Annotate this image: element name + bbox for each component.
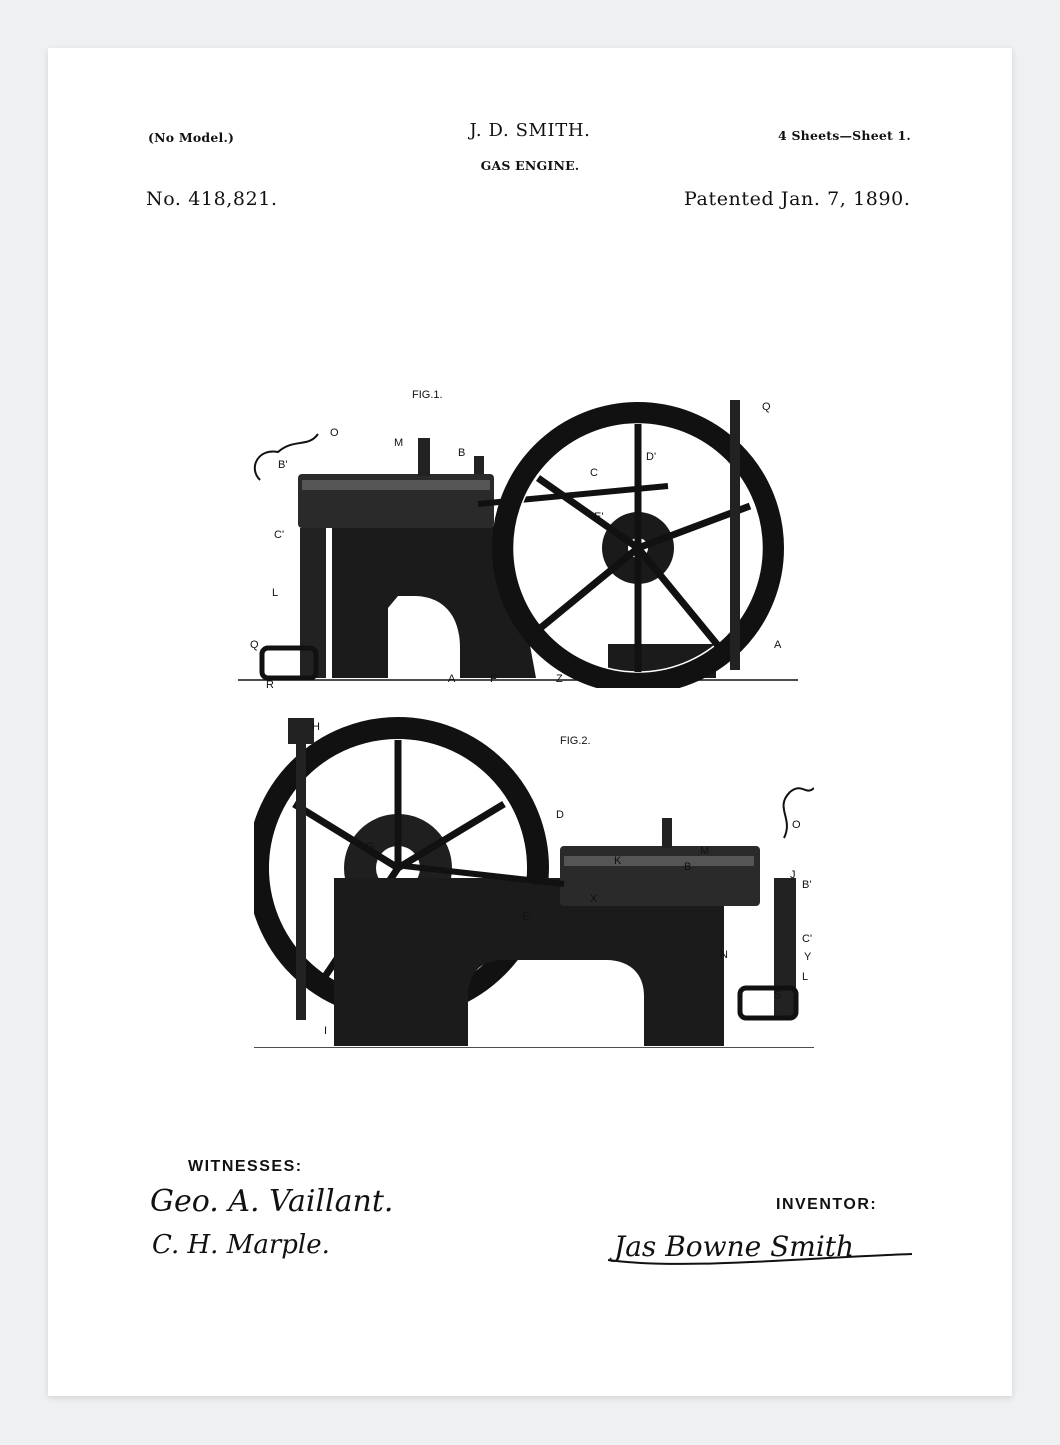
fig2-base	[334, 878, 724, 1046]
inventor-signature: Jas Bowne Smith	[614, 1230, 855, 1263]
svg-text:M: M	[700, 845, 709, 857]
svg-text:A: A	[448, 673, 456, 685]
svg-text:C: C	[590, 467, 598, 479]
figure-2-drawing: FIG.2. H D G C E' K B	[254, 717, 814, 1048]
fig1-flywheel	[492, 402, 784, 688]
svg-text:Z: Z	[556, 673, 563, 685]
svg-text:F: F	[490, 673, 497, 685]
fig1-caption: FIG.1.	[412, 389, 443, 401]
svg-text:G: G	[366, 841, 375, 853]
svg-text:E': E'	[522, 911, 531, 923]
svg-text:B': B'	[802, 879, 811, 891]
svg-text:K: K	[614, 855, 622, 867]
fig2-caption: FIG.2.	[560, 735, 591, 747]
svg-text:S: S	[774, 989, 781, 1001]
sheet-count: 4 Sheets—Sheet 1.	[778, 128, 911, 143]
patent-number: No. 418,821.	[146, 188, 278, 210]
svg-text:Q: Q	[250, 639, 259, 651]
svg-text:L: L	[272, 587, 278, 599]
model-note: (No Model.)	[148, 130, 235, 145]
svg-text:A: A	[774, 639, 782, 651]
figure-1-drawing: FIG.1. O M B	[238, 389, 798, 688]
svg-text:B: B	[684, 861, 691, 873]
svg-text:R: R	[266, 679, 274, 688]
patent-sheet: (No Model.) 4 Sheets—Sheet 1. J. D. SMIT…	[48, 48, 1012, 1396]
patent-date: Patented Jan. 7, 1890.	[684, 188, 911, 210]
svg-text:E': E'	[594, 511, 603, 523]
fig1-base	[332, 526, 536, 678]
svg-text:L: L	[802, 971, 808, 983]
svg-text:Q: Q	[762, 401, 771, 413]
witness-signature-2: C. H. Marple.	[152, 1230, 330, 1260]
inventor-name: J. D. SMITH.	[469, 120, 591, 141]
inventor-heading: INVENTOR:	[776, 1196, 878, 1213]
svg-text:C': C'	[802, 933, 812, 945]
svg-text:X: X	[590, 893, 598, 905]
svg-text:H: H	[312, 721, 320, 733]
svg-text:b: b	[804, 1047, 810, 1048]
witnesses-heading: WITNESSES:	[188, 1158, 303, 1175]
svg-text:J: J	[790, 869, 796, 881]
signature-underline	[607, 1253, 913, 1265]
svg-text:C': C'	[274, 529, 284, 541]
svg-text:D: D	[550, 429, 558, 441]
witness-signature-1: Geo. A. Vaillant.	[150, 1184, 394, 1219]
svg-text:I: I	[324, 1025, 327, 1037]
svg-text:Y: Y	[804, 951, 812, 963]
svg-text:O: O	[330, 427, 339, 439]
svg-text:N: N	[720, 949, 728, 961]
svg-text:B': B'	[278, 459, 287, 471]
svg-text:M: M	[394, 437, 403, 449]
svg-text:D': D'	[646, 451, 656, 463]
svg-text:B: B	[458, 447, 465, 459]
svg-text:D: D	[556, 809, 564, 821]
svg-text:C: C	[530, 875, 538, 887]
patent-title: GAS ENGINE.	[480, 158, 580, 173]
svg-text:O: O	[792, 819, 801, 831]
